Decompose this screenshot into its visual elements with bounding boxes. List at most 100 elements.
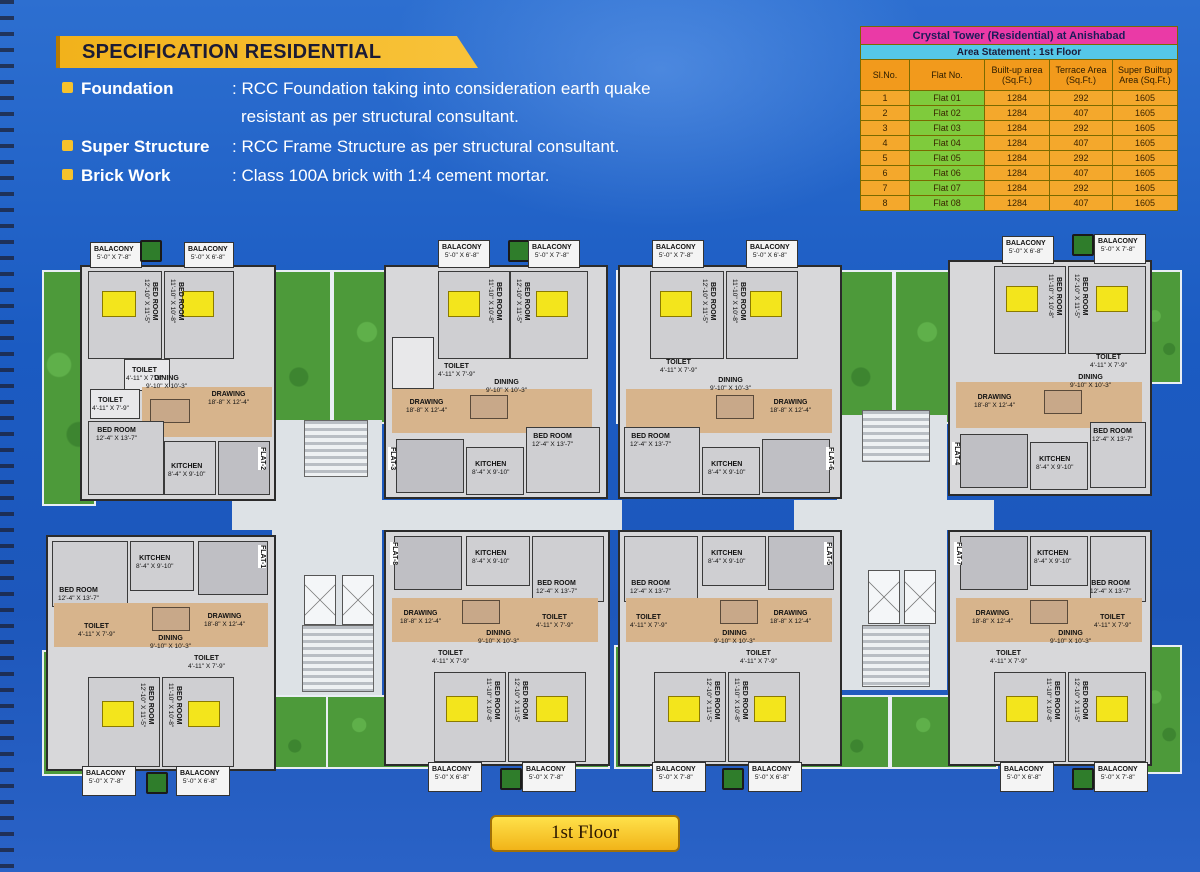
balcony — [176, 766, 230, 796]
cell: 1284 — [984, 195, 1050, 211]
plant-icon — [500, 768, 522, 790]
balcony — [746, 240, 798, 268]
kitchen — [466, 536, 530, 586]
cell: 1605 — [1112, 120, 1178, 136]
plant-icon — [146, 772, 168, 794]
spec-item-super-structure: Super Structure — [62, 137, 209, 157]
bed — [1006, 696, 1038, 722]
bedroom — [508, 672, 586, 762]
toilet — [392, 337, 434, 389]
dining-table — [716, 395, 754, 419]
plant-icon — [140, 240, 162, 262]
balcony — [652, 762, 706, 792]
balcony — [1002, 236, 1054, 264]
cell: 1605 — [1112, 150, 1178, 166]
bedroom — [52, 541, 128, 607]
cell: 292 — [1049, 180, 1113, 196]
bed — [754, 696, 786, 722]
cell: 1284 — [984, 150, 1050, 166]
col-header: Flat No. — [909, 59, 985, 91]
cell: 3 — [860, 120, 910, 136]
col-header: Sl.No. — [860, 59, 910, 91]
flat-tag: FLAT-2 — [258, 447, 266, 471]
bed — [1096, 696, 1128, 722]
spec-text: : RCC Frame Structure as per structural … — [232, 137, 620, 156]
floor-banner — [490, 815, 680, 852]
cell: 1 — [860, 90, 910, 106]
bedroom — [526, 427, 600, 493]
cell: Flat 03 — [909, 120, 985, 136]
dining-table — [1030, 600, 1068, 624]
bedroom — [1090, 536, 1146, 602]
staircase — [862, 410, 930, 462]
cell: Flat 04 — [909, 135, 985, 151]
table-header-row: Sl.No. Flat No. Built-up area (Sq.Ft.) T… — [860, 59, 1178, 91]
spec-item-foundation: Foundation — [62, 79, 174, 99]
cell: 1284 — [984, 105, 1050, 121]
drawing-room — [768, 536, 834, 590]
balcony — [528, 240, 580, 268]
bed — [1006, 286, 1038, 312]
plant-icon — [1072, 234, 1094, 256]
drawing-room — [394, 536, 462, 590]
bed — [536, 696, 568, 722]
plant-icon — [508, 240, 530, 262]
cell: Flat 01 — [909, 90, 985, 106]
cell: Flat 06 — [909, 165, 985, 181]
plant-icon — [1072, 768, 1094, 790]
bed — [182, 291, 214, 317]
bed — [102, 701, 134, 727]
balcony — [90, 242, 142, 268]
cell: 8 — [860, 195, 910, 211]
cell: Flat 02 — [909, 105, 985, 121]
bed — [536, 291, 568, 317]
bedroom — [624, 536, 698, 602]
bullet-icon — [62, 140, 73, 151]
cell: Flat 07 — [909, 180, 985, 196]
cell: 1605 — [1112, 165, 1178, 181]
cell: 1605 — [1112, 105, 1178, 121]
